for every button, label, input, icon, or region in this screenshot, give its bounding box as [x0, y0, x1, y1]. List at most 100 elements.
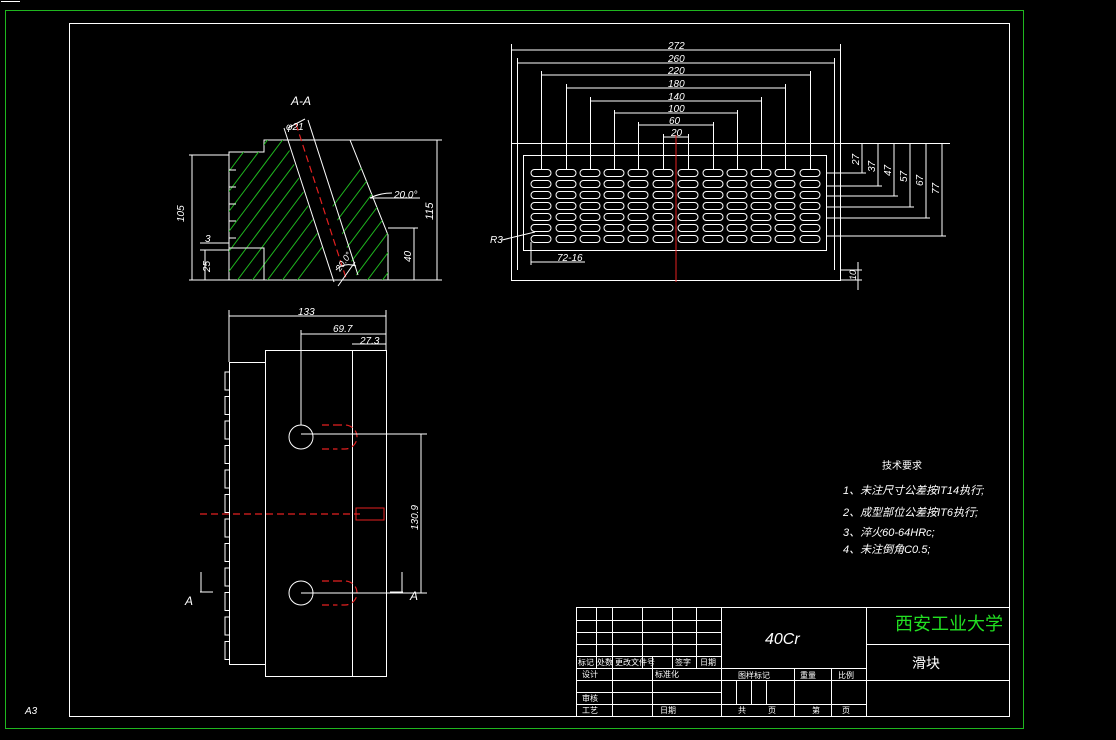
- slot: [603, 191, 625, 199]
- section-mark-left: A: [184, 594, 193, 608]
- dim-133: 133: [298, 307, 315, 318]
- part-name: 滑块: [912, 655, 940, 672]
- school-name: 西安工业大学: [895, 614, 1003, 635]
- page-label: 页: [842, 706, 850, 715]
- top-view-width-dims: 272 260 220 180 140 100 60 20: [511, 41, 840, 139]
- pin-hole: [355, 507, 385, 521]
- top-view: 272 260 220 180 140 100 60 20: [490, 41, 950, 290]
- dim-20: 20: [670, 128, 683, 139]
- hole-top: [288, 424, 314, 450]
- front-tooth: [224, 469, 229, 489]
- slot-array: [530, 169, 821, 243]
- slot: [652, 180, 674, 188]
- section-body-outline: [228, 139, 389, 281]
- hatch-right: [310, 140, 388, 280]
- slot: [579, 224, 601, 232]
- dim-67: 67: [915, 174, 926, 186]
- dim-27: 27: [851, 153, 862, 166]
- dim-115: 115: [424, 202, 436, 220]
- slot: [799, 235, 821, 243]
- slot: [677, 224, 699, 232]
- front-tooth: [224, 567, 229, 587]
- slot: [774, 235, 796, 243]
- dim-140: 140: [668, 92, 685, 103]
- slot: [726, 224, 748, 232]
- front-tooth: [224, 494, 229, 513]
- slot: [652, 235, 674, 243]
- slot: [627, 202, 649, 210]
- slot: [774, 169, 796, 177]
- slot: [652, 169, 674, 177]
- top-view-inner: [523, 155, 827, 251]
- top-view-extensions: [511, 44, 841, 270]
- slot: [530, 213, 552, 221]
- slot: [579, 191, 601, 199]
- rev-header-count: 处数: [597, 657, 613, 667]
- slot: [677, 213, 699, 221]
- slot: [652, 202, 674, 210]
- slot: [774, 213, 796, 221]
- dim-10: 10: [848, 270, 858, 280]
- front-teeth: [224, 371, 229, 660]
- slot: [750, 235, 772, 243]
- front-tooth: [224, 420, 229, 440]
- front-tooth: [224, 445, 229, 464]
- front-tooth: [224, 543, 229, 562]
- slot: [774, 191, 796, 199]
- slot: [677, 191, 699, 199]
- section-label: A-A: [290, 94, 311, 108]
- slot: [530, 169, 552, 177]
- slot: [750, 169, 772, 177]
- rev-header-mark: 标记: [578, 657, 594, 667]
- row-process: 工艺: [582, 706, 598, 715]
- dim-47: 47: [883, 164, 894, 176]
- row-review: 审核: [582, 693, 598, 703]
- slot: [726, 180, 748, 188]
- slot: [652, 224, 674, 232]
- rev-header-date: 日期: [700, 658, 716, 667]
- slot: [555, 224, 577, 232]
- slot: [702, 224, 724, 232]
- rev-header-sign: 签字: [675, 657, 691, 667]
- slot: [799, 169, 821, 177]
- inner-frame: [69, 23, 1010, 717]
- hatch-left: [229, 140, 333, 280]
- dim-260: 260: [667, 54, 685, 65]
- top-view-height-dims: 27 37 47 57 67 77 10: [826, 143, 950, 290]
- slot: [750, 202, 772, 210]
- dim-57: 57: [899, 170, 910, 182]
- tech-item-4: 4、未注倒角C0.5;: [843, 543, 930, 556]
- outer-frame: [5, 10, 1024, 729]
- slot: [603, 169, 625, 177]
- dim-105: 105: [176, 205, 187, 222]
- front-tooth: [224, 641, 229, 660]
- sheet-label: 页: [768, 706, 776, 715]
- rev-header-doc: 更改文件号: [615, 657, 655, 667]
- slot: [579, 213, 601, 221]
- slot: [579, 235, 601, 243]
- slot: [677, 235, 699, 243]
- slot: [652, 213, 674, 221]
- slot: [627, 213, 649, 221]
- slot: [530, 180, 552, 188]
- tech-item-2: 2、成型部位公差按IT6执行;: [842, 506, 978, 519]
- dim-100: 100: [668, 104, 685, 115]
- row-date: 日期: [660, 706, 676, 715]
- dim-slot: 72-16: [557, 253, 583, 264]
- slot: [627, 191, 649, 199]
- dim-40: 40: [403, 250, 414, 262]
- slot: [799, 191, 821, 199]
- slot: [627, 169, 649, 177]
- title-block: 标记 处数 更改文件号 签字 日期 设计 标准化 审核 工艺 日期 40Cr 图…: [576, 607, 1010, 717]
- section-mark-right: A: [409, 589, 418, 603]
- slot: [579, 202, 601, 210]
- section-teeth: [229, 169, 265, 280]
- front-tooth: [224, 518, 229, 538]
- slot: [555, 202, 577, 210]
- slot: [799, 224, 821, 232]
- dim-27-3: 27.3: [359, 336, 380, 347]
- row-design: 设计: [582, 669, 598, 679]
- dim-3: 3: [205, 234, 211, 245]
- slot: [603, 224, 625, 232]
